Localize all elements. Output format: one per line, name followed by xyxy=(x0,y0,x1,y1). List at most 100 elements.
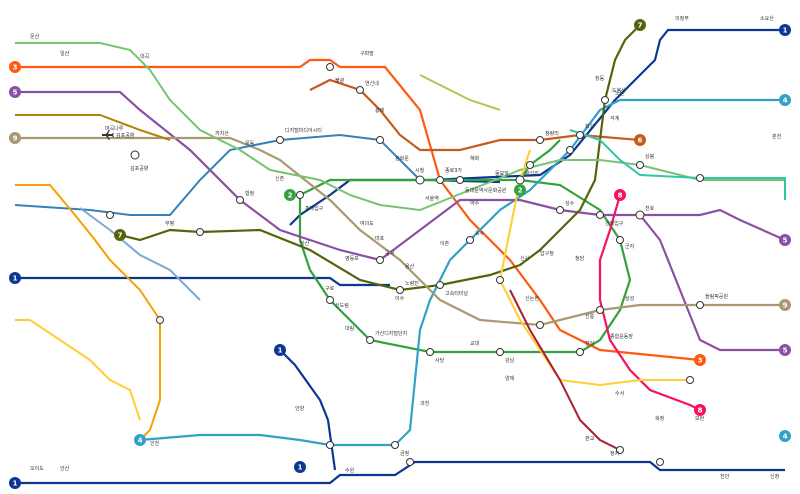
svg-text:7: 7 xyxy=(638,22,643,30)
station-label: 노원 xyxy=(615,90,625,97)
line-ui xyxy=(419,74,501,111)
station-label: 소요산 xyxy=(760,15,774,22)
station-label: 군자 xyxy=(625,243,635,250)
station-label: 석계 xyxy=(610,115,620,122)
station-label: 디지털미디어시티 xyxy=(285,127,322,134)
station-label: 수원 xyxy=(345,467,355,474)
svg-text:7: 7 xyxy=(118,232,123,240)
station-label: 천안 xyxy=(720,473,730,480)
station-label: 판교 xyxy=(585,435,595,442)
station-label: 마포 xyxy=(375,235,385,242)
station-label: 강남 xyxy=(505,357,515,364)
station-label: 동묘앞 xyxy=(495,170,509,177)
station-label: 압구정 xyxy=(540,250,554,257)
station-label: 불광 xyxy=(335,77,345,84)
line-gyeongchun xyxy=(569,129,786,200)
station-label: 금정 xyxy=(400,450,409,457)
line-badge-1: 1 xyxy=(9,477,21,489)
station-label: 상봉 xyxy=(645,153,655,160)
line-badge-1: 1 xyxy=(294,461,306,473)
svg-text:1: 1 xyxy=(278,347,283,355)
svg-text:1: 1 xyxy=(13,275,18,283)
svg-text:8: 8 xyxy=(698,407,703,415)
line-gimpo xyxy=(15,114,171,141)
station-label: 문산 xyxy=(30,33,40,40)
svg-text:4: 4 xyxy=(138,437,143,445)
station-label: 춘천 xyxy=(772,133,782,140)
station-label: 과천 xyxy=(420,400,430,407)
station-label: 합정 xyxy=(245,190,254,197)
line-badge-7: 7 xyxy=(634,19,646,31)
svg-text:5: 5 xyxy=(783,237,788,245)
line-6 xyxy=(309,78,641,152)
svg-text:1: 1 xyxy=(298,464,303,472)
line-bundang xyxy=(15,149,690,421)
station-label: 시청 xyxy=(415,168,424,174)
station-label: 의정부 xyxy=(675,15,689,22)
station-labels: 서울역신도림왕십리잠실강남홍대입구종로3가동대문역사문화공원인천사당용산고속터미… xyxy=(30,15,782,480)
station-label: 영등포 xyxy=(345,255,359,262)
station-label: 교대 xyxy=(470,340,480,347)
station-label: 사당 xyxy=(435,357,445,364)
svg-text:1: 1 xyxy=(783,27,788,35)
station-label: 구파발 xyxy=(360,50,374,57)
station-label: 여의도 xyxy=(360,220,374,227)
station-label: 일산 xyxy=(60,50,70,57)
station-label: 노량진 xyxy=(405,280,419,287)
station-label: 회기 xyxy=(585,123,594,130)
station-label: 창동 xyxy=(595,75,605,82)
line-badge-2: 2 xyxy=(284,189,296,201)
station-label: 신논현 xyxy=(525,295,539,302)
svg-text:9: 9 xyxy=(13,135,18,143)
line-badge-1: 1 xyxy=(274,344,286,356)
svg-text:5: 5 xyxy=(783,347,788,355)
station-label: 고속터미널 xyxy=(445,290,468,297)
station-label: 수서 xyxy=(615,390,624,397)
svg-text:4: 4 xyxy=(783,433,788,441)
line-badge-4: 4 xyxy=(134,434,146,446)
station-label: 용산 xyxy=(405,263,415,270)
line-badge-5: 5 xyxy=(779,344,791,356)
station-label: 성수 xyxy=(565,200,575,207)
station-label: 잠실 xyxy=(585,340,595,347)
station-label: 까치산 xyxy=(215,130,229,137)
station-label: 이촌 xyxy=(440,240,450,247)
station-label: 옥수 xyxy=(475,231,485,237)
station-label: 공덕 xyxy=(385,250,394,257)
station-label: 종로3가 xyxy=(445,167,462,174)
station-label: 홍대입구 xyxy=(305,205,324,212)
line-badge-1: 1 xyxy=(9,272,21,284)
station-label: 서울역 xyxy=(425,195,439,202)
line-badge-1: 1 xyxy=(779,24,791,36)
station-label: 당산 xyxy=(300,240,310,247)
station-label: 천호 xyxy=(645,205,655,212)
line-incheon1 xyxy=(79,207,201,301)
line-badge-9: 9 xyxy=(779,299,791,311)
station-label: 연신내 xyxy=(365,80,379,87)
airplane-icon xyxy=(102,130,114,140)
line-badge-7: 7 xyxy=(114,229,126,241)
station-label: 인천 xyxy=(150,440,160,447)
line-badge-9: 9 xyxy=(9,132,21,144)
station-label: 청량리 xyxy=(545,130,559,137)
station-label: 종합운동장 xyxy=(610,333,633,340)
station-label: 홍제 xyxy=(375,107,385,114)
line-5 xyxy=(15,90,786,352)
station-label: 모란 xyxy=(695,415,705,422)
station-label: 안산 xyxy=(60,465,70,472)
station-label: 오이도 xyxy=(30,465,44,472)
station-label: 올림픽공원 xyxy=(705,293,728,300)
line-badge-4: 4 xyxy=(779,430,791,442)
station-label: 이수 xyxy=(395,295,405,302)
station-label: 대곡 xyxy=(140,53,150,60)
station-label: 복정 xyxy=(655,415,664,422)
station-label: 광화문 xyxy=(395,155,409,162)
station-label: 선릉 xyxy=(585,313,595,320)
station-label: 목동 xyxy=(245,141,255,147)
line-badge-3: 3 xyxy=(694,354,706,366)
airport-label: 김포공항 xyxy=(116,132,135,139)
svg-text:2: 2 xyxy=(518,187,523,195)
station-label: 혜화 xyxy=(470,155,480,162)
